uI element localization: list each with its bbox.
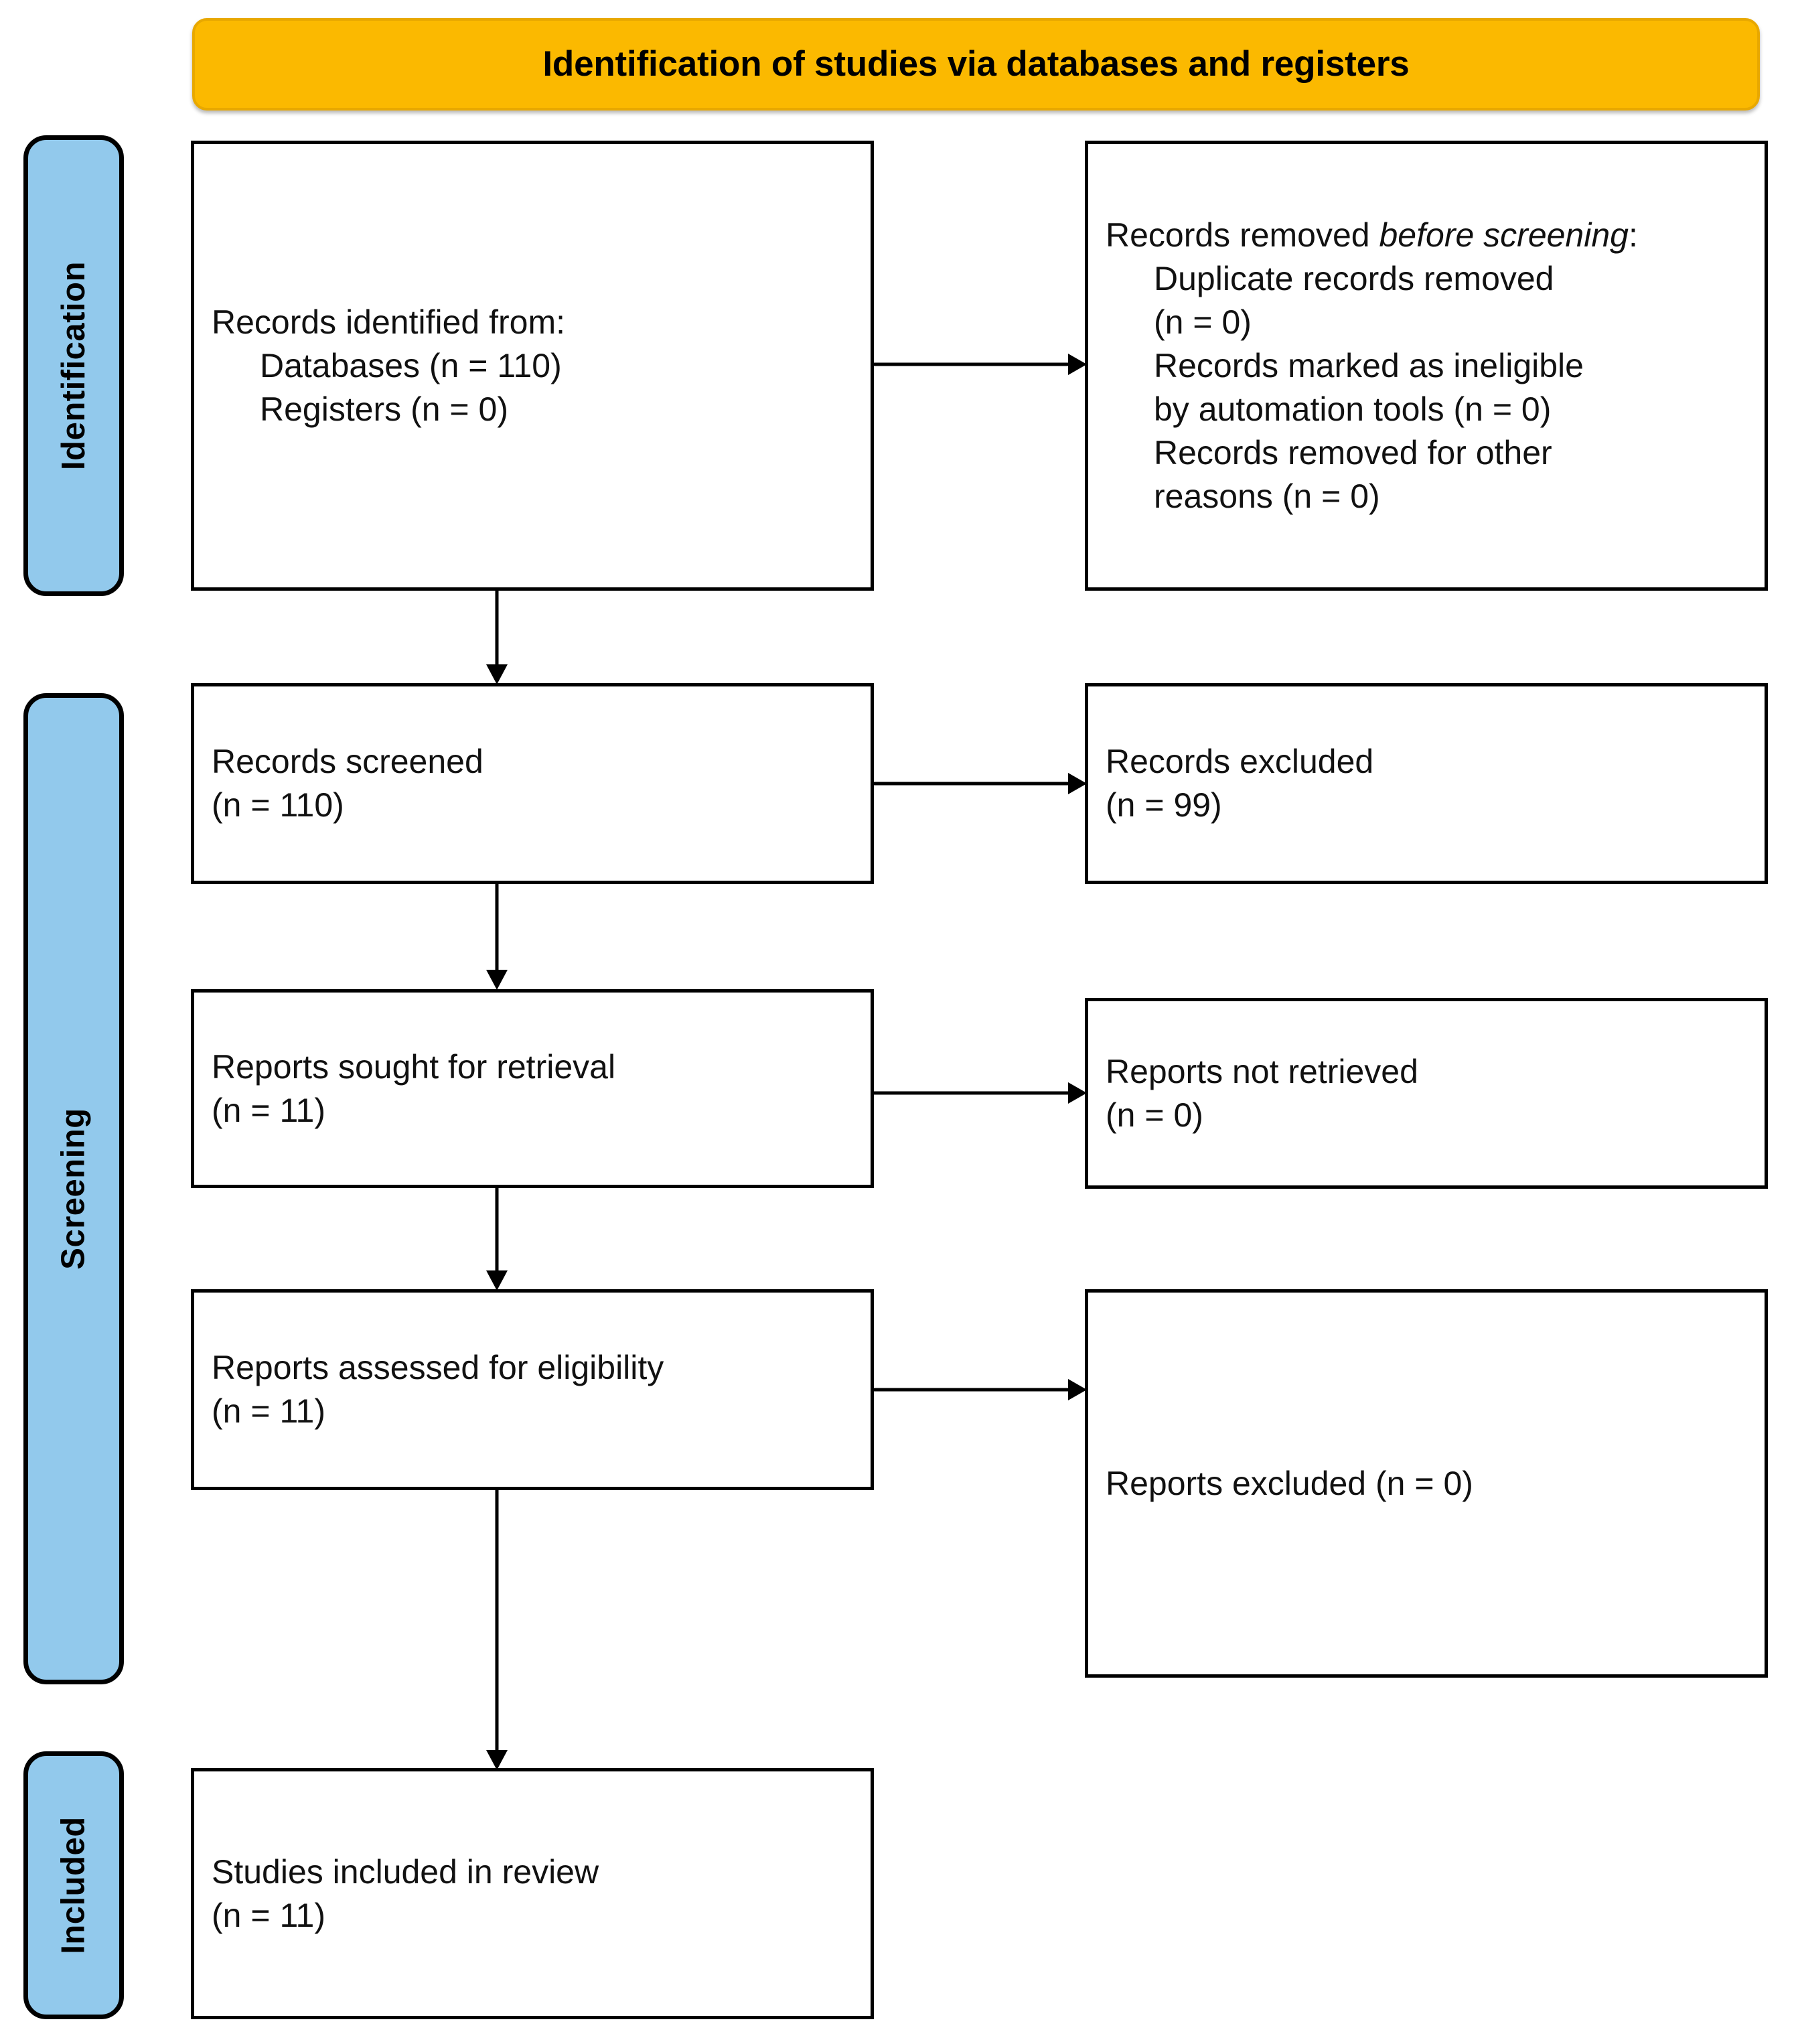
arrow-identified-to-removed	[874, 351, 1088, 378]
records-identified-line-3: Registers (n = 0)	[260, 390, 508, 428]
records-identified-line-2: Databases (n = 110)	[260, 346, 562, 384]
records-removed-heading-italic: before screening	[1379, 216, 1629, 254]
records-identified-line-1: Records identified from:	[212, 303, 566, 341]
stage-label-included-text: Included	[56, 1816, 92, 1954]
reports-sought-line-2: (n = 11)	[212, 1091, 325, 1129]
records-removed-line-4: by automation tools (n = 0)	[1154, 390, 1552, 428]
arrow-screened-to-excluded	[874, 770, 1088, 797]
arrow-sought-to-assessed	[482, 1188, 512, 1292]
box-records-removed-before-screening: Records removed before screening: Duplic…	[1085, 141, 1768, 591]
records-removed-line-6: reasons (n = 0)	[1154, 477, 1380, 515]
reports-excluded-line-1: Reports excluded (n = 0)	[1106, 1464, 1473, 1502]
stage-label-included: Included	[23, 1751, 124, 2019]
records-removed-line-3: Records marked as ineligible	[1154, 346, 1584, 384]
stage-label-screening: Screening	[23, 693, 124, 1684]
records-excluded-line-1: Records excluded	[1106, 743, 1374, 780]
box-records-identified: Records identified from: Databases (n = …	[191, 141, 874, 591]
box-reports-excluded: Reports excluded (n = 0)	[1085, 1289, 1768, 1678]
box-reports-assessed-for-eligibility: Reports assessed for eligibility (n = 11…	[191, 1289, 874, 1490]
stage-label-identification-text: Identification	[56, 261, 92, 470]
reports-not-retrieved-line-1: Reports not retrieved	[1106, 1052, 1418, 1090]
arrow-screened-to-sought	[482, 884, 512, 991]
reports-not-retrieved-line-2: (n = 0)	[1106, 1096, 1203, 1134]
box-reports-sought-for-retrieval: Reports sought for retrieval (n = 11)	[191, 989, 874, 1188]
studies-included-line-2: (n = 11)	[212, 1896, 325, 1934]
records-removed-heading-plain: Records removed	[1106, 216, 1379, 254]
records-screened-line-1: Records screened	[212, 743, 483, 780]
records-removed-line-5: Records removed for other	[1154, 433, 1552, 471]
box-records-screened: Records screened (n = 110)	[191, 683, 874, 884]
reports-assessed-line-2: (n = 11)	[212, 1392, 325, 1430]
records-removed-heading-colon: :	[1628, 216, 1638, 254]
banner-title: Identification of studies via databases …	[542, 44, 1410, 84]
records-removed-line-1: Duplicate records removed	[1154, 259, 1554, 297]
stage-label-screening-text: Screening	[56, 1108, 92, 1270]
header-banner: Identification of studies via databases …	[192, 18, 1760, 111]
box-studies-included-in-review: Studies included in review (n = 11)	[191, 1768, 874, 2019]
box-reports-not-retrieved: Reports not retrieved (n = 0)	[1085, 998, 1768, 1189]
arrow-sought-to-not-retrieved	[874, 1080, 1088, 1106]
arrow-assessed-to-reports-excluded	[874, 1376, 1088, 1403]
box-records-excluded: Records excluded (n = 99)	[1085, 683, 1768, 884]
records-excluded-line-2: (n = 99)	[1106, 786, 1222, 824]
records-removed-line-2: (n = 0)	[1154, 303, 1252, 341]
records-removed-heading: Records removed before screening:	[1106, 214, 1747, 257]
reports-assessed-line-1: Reports assessed for eligibility	[212, 1349, 664, 1386]
arrow-identified-to-screened	[482, 591, 512, 686]
records-screened-line-2: (n = 110)	[212, 786, 344, 824]
studies-included-line-1: Studies included in review	[212, 1852, 599, 1891]
reports-sought-line-1: Reports sought for retrieval	[212, 1047, 616, 1086]
stage-label-identification: Identification	[23, 135, 124, 596]
arrow-assessed-to-included	[482, 1490, 512, 1771]
